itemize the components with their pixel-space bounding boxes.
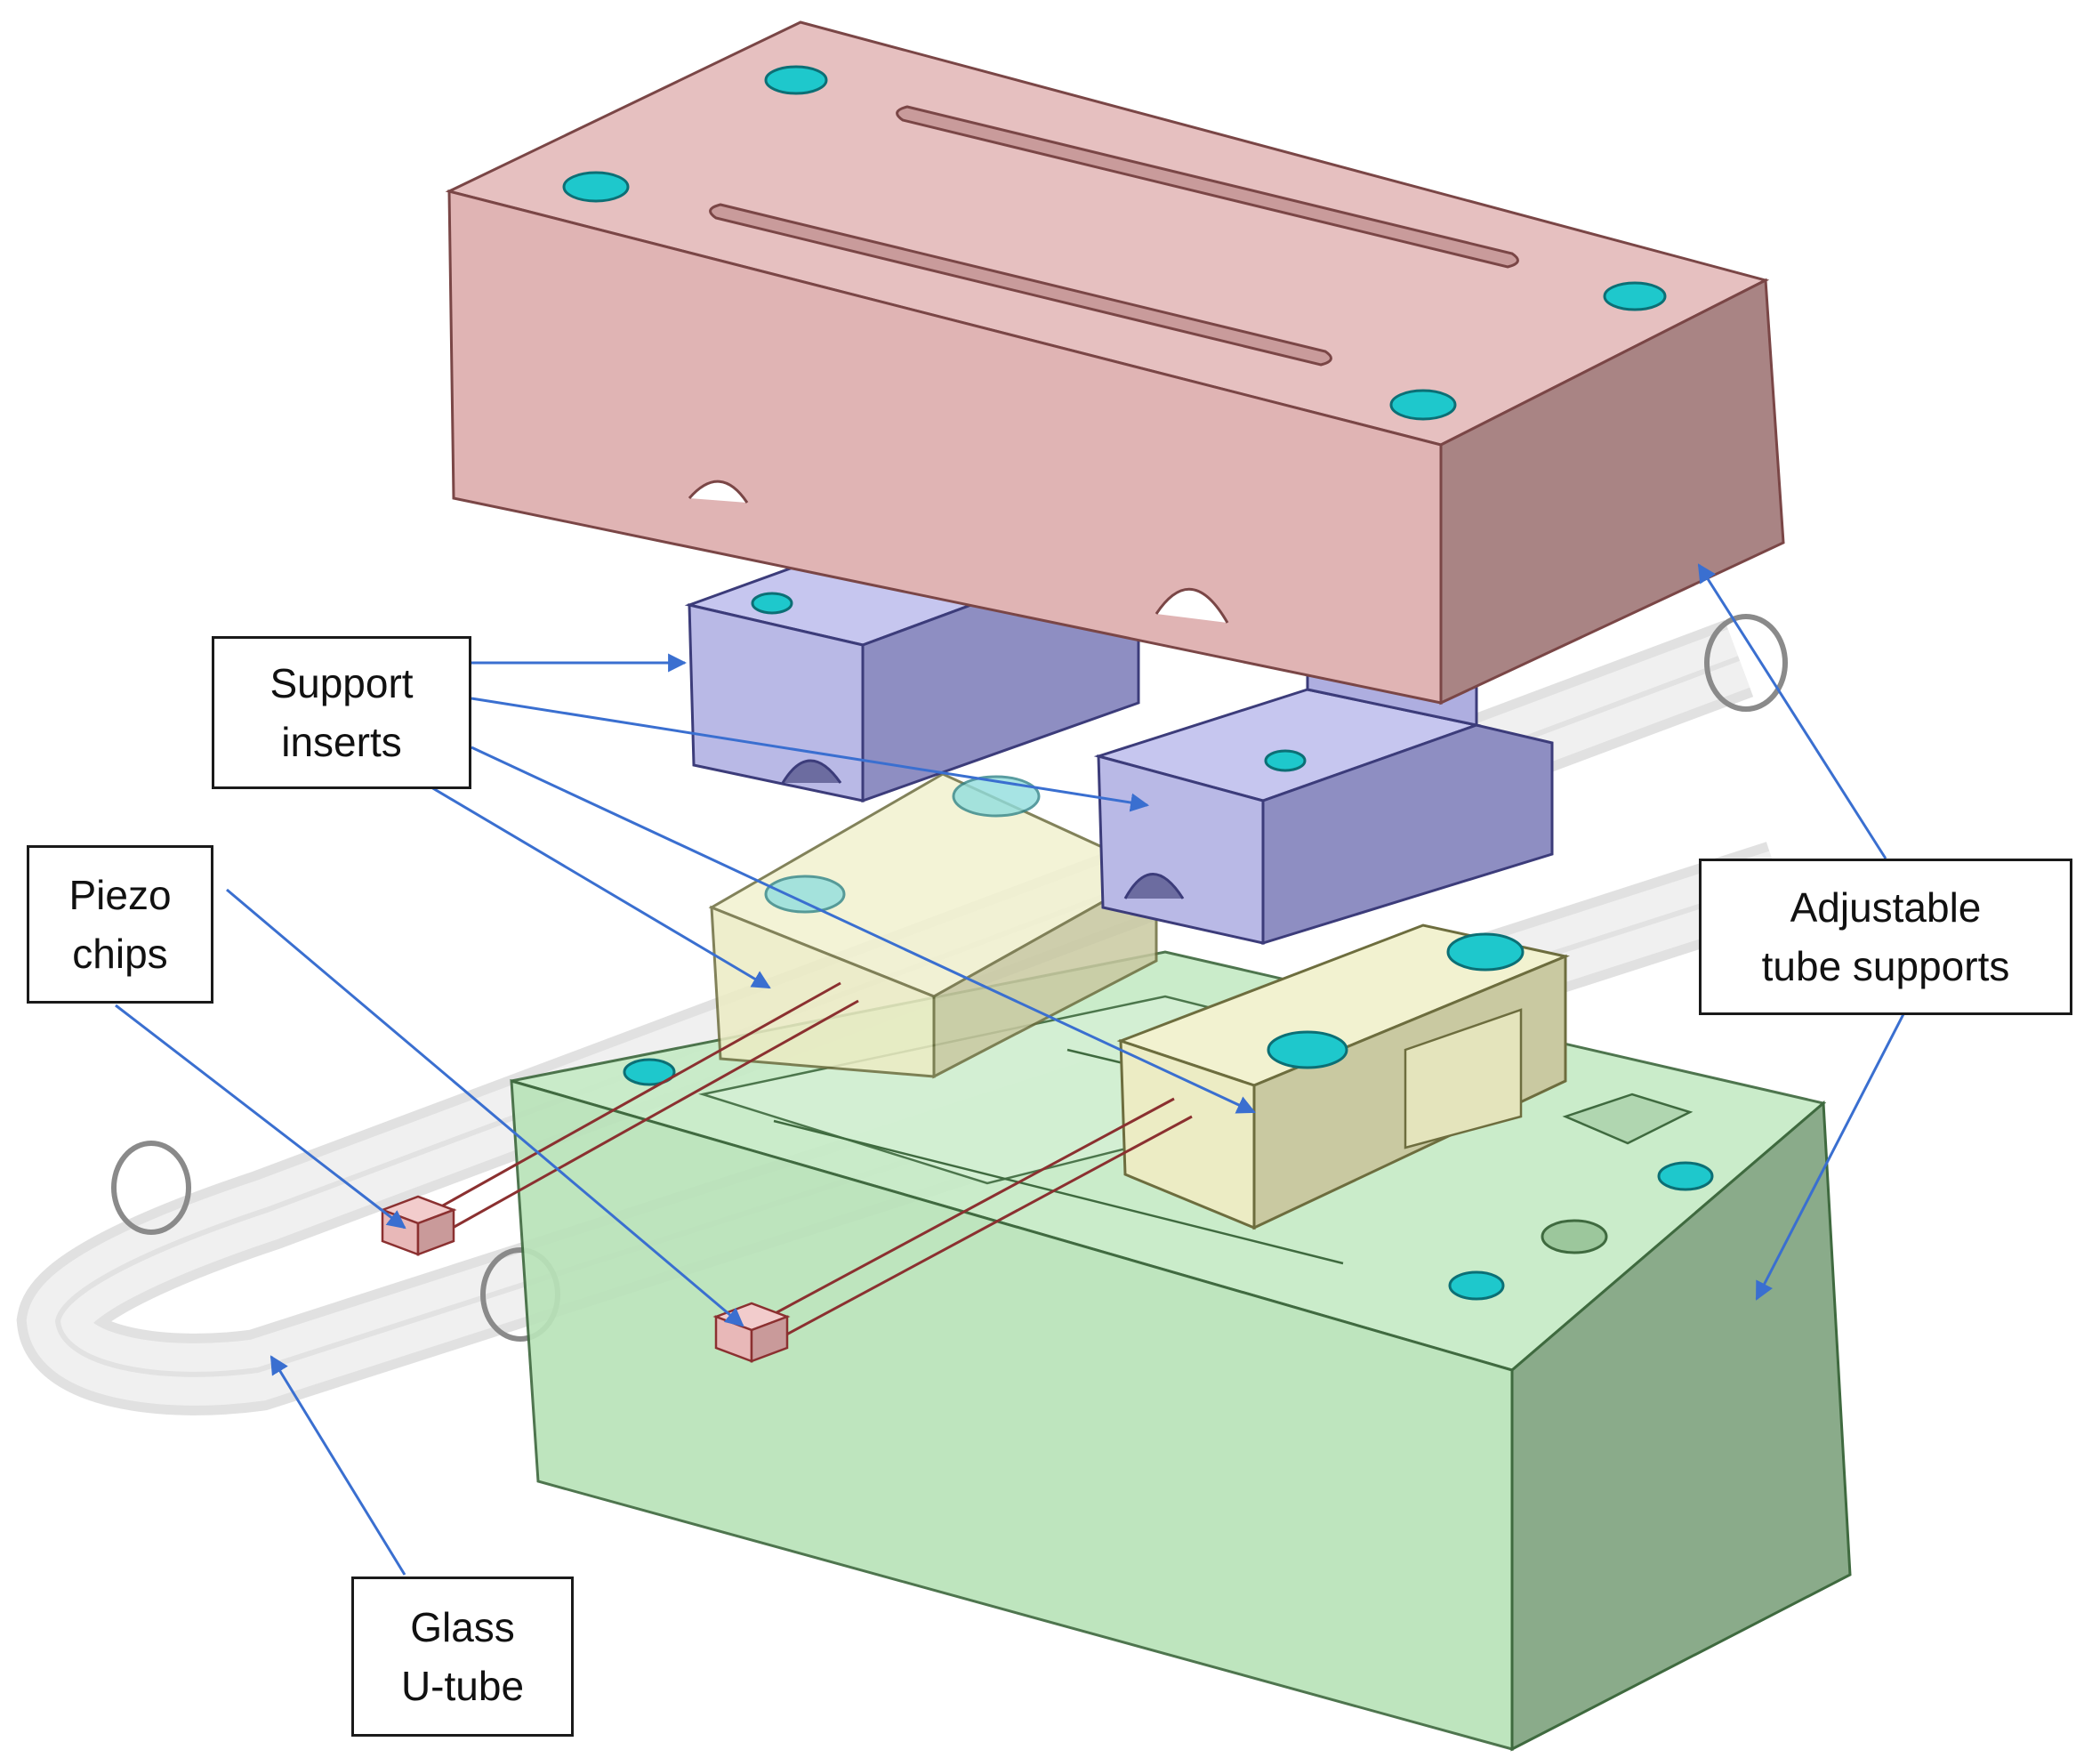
glass-u-tube [16, 614, 1792, 1415]
label-support-inserts-line2: inserts [281, 719, 402, 765]
leader-support-insert-2 [471, 697, 1150, 812]
leader-tube-support-1 [430, 786, 771, 989]
top-plate [445, 20, 1785, 706]
label-glass-u-tube-line1: Glass [410, 1604, 515, 1650]
label-support-inserts: Support inserts [212, 636, 471, 789]
leader-glass-tube [270, 1355, 406, 1576]
tube-support-left [708, 772, 1160, 1079]
bolt-hole [1264, 749, 1307, 772]
bolt-hole [1446, 932, 1525, 972]
leader-tube-support-2 [471, 746, 1256, 1114]
tube-end-ring [111, 1141, 191, 1235]
leader-adjustable-top [1697, 563, 1887, 859]
label-piezo-chips-line1: Piezo [68, 872, 172, 918]
bolt-hole [562, 171, 630, 203]
label-glass-u-tube: Glass U-tube [351, 1577, 574, 1737]
bolt-hole [751, 592, 793, 615]
leader-piezo-2 [226, 888, 744, 1327]
bolt-hole [764, 65, 828, 95]
bolt-hole [1267, 1030, 1348, 1069]
bolt-hole [1448, 1270, 1505, 1301]
label-support-inserts-line1: Support [270, 660, 414, 706]
bolt-hole [623, 1058, 676, 1086]
bolt-hole [1603, 281, 1667, 311]
tube-support-right [1116, 923, 1570, 1230]
label-piezo-chips-line2: chips [72, 931, 168, 977]
label-glass-u-tube-line2: U-tube [400, 1663, 525, 1709]
label-piezo-chips: Piezo chips [27, 845, 213, 1004]
bolt-hole [1389, 389, 1457, 421]
label-adjustable-tube-supports: Adjustable tube supports [1699, 859, 2072, 1015]
bolt-hole-empty [1541, 1219, 1608, 1254]
leader-lines [115, 563, 1905, 1576]
label-adjustable-tube-supports-line2: tube supports [1761, 943, 2010, 989]
leader-piezo-1 [115, 1004, 406, 1230]
bolt-hole [1657, 1161, 1714, 1191]
tube-end-ring [1704, 614, 1788, 712]
leader-adjustable-base [1755, 1013, 1905, 1301]
label-adjustable-tube-supports-line1: Adjustable [1790, 884, 1982, 931]
